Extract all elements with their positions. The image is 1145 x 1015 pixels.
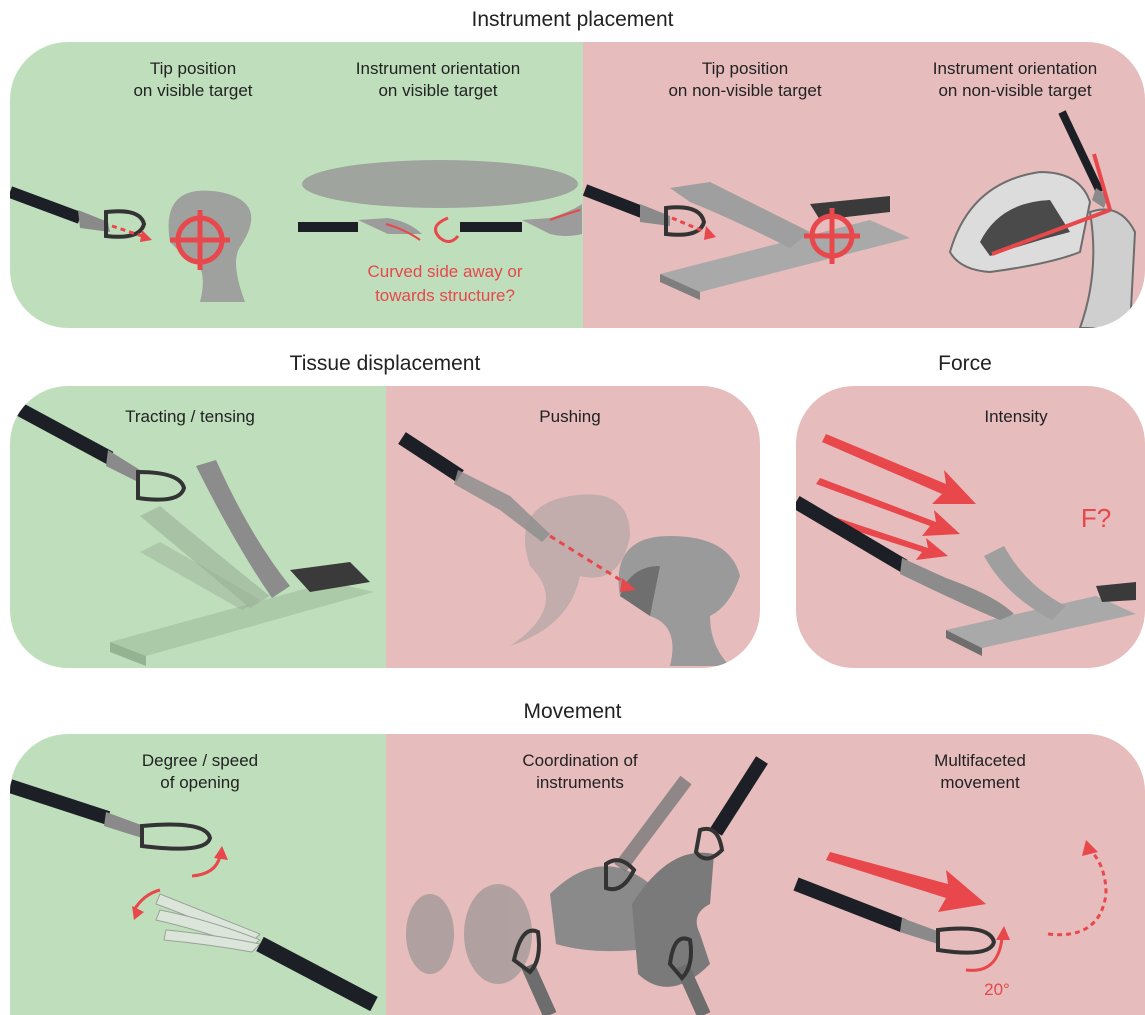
grasper-instrument-icon (10, 786, 210, 849)
section-title-movement: Movement (0, 700, 1145, 724)
panel-tissue-displacement: Tracting / tensing Pushing (10, 386, 760, 668)
force-arrow-icon (816, 434, 976, 560)
displacement-illustration (10, 386, 760, 668)
tissue-loop-icon (619, 536, 740, 666)
structure-ellipse (302, 160, 578, 208)
rotation-arrow-icon (1048, 848, 1106, 935)
tissue-branch-icon (660, 182, 910, 300)
displacement-item-1-label: Tracting / tensing (90, 406, 290, 428)
grasper-instrument-icon (460, 204, 582, 236)
section-title-displacement: Tissue displacement (0, 352, 770, 376)
rotation-angle-label: 20° (972, 978, 1022, 1002)
rotation-arrow-icon (134, 890, 160, 910)
panel-force: Intensity F? (796, 386, 1145, 668)
tissue-blob-icon (406, 884, 532, 984)
section-title-placement: Instrument placement (0, 8, 1145, 32)
grasper-jaws-icon (156, 894, 260, 952)
rotation-arrow-icon (192, 856, 220, 876)
tissue-branch-icon (110, 460, 374, 666)
force-symbol: F? (1066, 506, 1126, 530)
section-title-force: Force (796, 352, 1134, 376)
rotation-arrow-icon (436, 218, 459, 242)
grasper-instrument-icon (298, 218, 422, 240)
displacement-item-2-label: Pushing (490, 406, 650, 428)
grasper-shaft (716, 760, 762, 832)
grasper-instrument-icon (796, 502, 1014, 620)
force-item-label: Intensity (966, 406, 1066, 428)
grasper-instrument-icon (402, 438, 550, 542)
